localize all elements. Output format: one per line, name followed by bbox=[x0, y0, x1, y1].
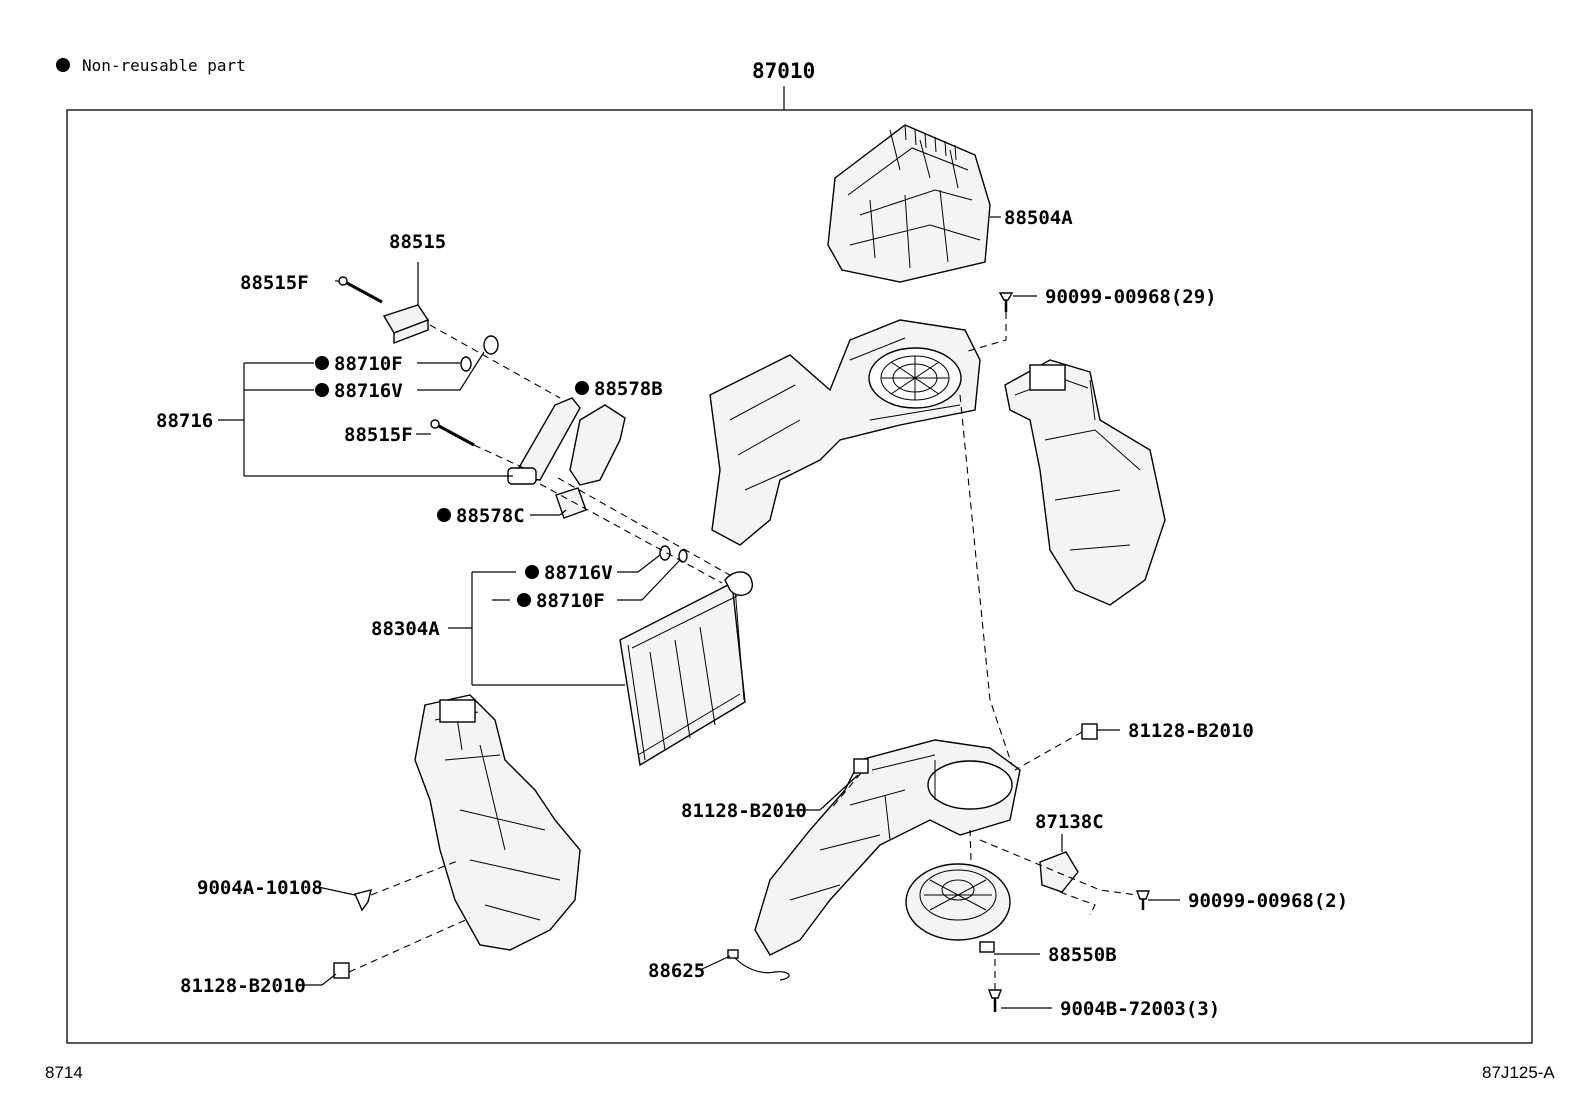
part-label-88716V-top[interactable]: 88716V bbox=[334, 380, 403, 402]
non-reusable-marker-icon bbox=[437, 508, 451, 522]
part-label-88515F-mid[interactable]: 88515F bbox=[344, 424, 413, 446]
part-left-heater-case-drawing[interactable] bbox=[414, 694, 581, 951]
part-label-90099-00968-29[interactable]: 90099-00968(29) bbox=[1045, 286, 1217, 308]
non-reusable-marker-icon bbox=[575, 381, 589, 395]
legend-text: Non-reusable part bbox=[82, 56, 246, 75]
part-label-88710F-low[interactable]: 88710F bbox=[536, 590, 605, 612]
part-oring-low-drawing[interactable] bbox=[659, 545, 671, 561]
non-reusable-marker-icon bbox=[56, 58, 70, 72]
part-87138C-connector-drawing[interactable] bbox=[1039, 851, 1079, 893]
non-reusable-marker-icon bbox=[315, 356, 329, 370]
part-9004A-10108-clip-drawing[interactable] bbox=[354, 889, 372, 912]
part-right-duct-drawing[interactable] bbox=[1004, 359, 1166, 606]
part-88304A-evaporator-drawing[interactable] bbox=[619, 571, 753, 767]
non-reusable-marker-icon bbox=[517, 593, 531, 607]
part-90099-00968-screw-top-drawing[interactable] bbox=[998, 292, 1014, 312]
part-88578B-insulator-drawing[interactable] bbox=[569, 404, 626, 486]
part-label-88504A[interactable]: 88504A bbox=[1004, 207, 1073, 229]
part-label-88515F-top[interactable]: 88515F bbox=[240, 272, 309, 294]
part-label-88578C[interactable]: 88578C bbox=[456, 505, 525, 527]
assembly-number[interactable]: 87010 bbox=[752, 59, 815, 83]
part-label-9004B-72003-3[interactable]: 9004B-72003(3) bbox=[1060, 998, 1220, 1020]
part-label-88304A[interactable]: 88304A bbox=[371, 618, 440, 640]
part-upper-blower-housing-drawing[interactable] bbox=[709, 319, 981, 546]
part-88515F-bolt-mid-drawing[interactable] bbox=[430, 419, 475, 447]
part-label-81128-B2010-right[interactable]: 81128-B2010 bbox=[1128, 720, 1254, 742]
part-88550B-blower-drawing[interactable] bbox=[905, 863, 1011, 953]
non-reusable-marker-icon bbox=[315, 383, 329, 397]
part-88515F-bolt-top-drawing[interactable] bbox=[338, 276, 383, 304]
part-oring-top-drawing[interactable] bbox=[483, 335, 499, 355]
part-label-88716V-low[interactable]: 88716V bbox=[544, 562, 613, 584]
footer-left-code: 8714 bbox=[45, 1063, 83, 1082]
part-label-88710F-top[interactable]: 88710F bbox=[334, 353, 403, 375]
part-81128-B2010-clip-mid-drawing[interactable] bbox=[853, 758, 869, 774]
part-label-81128-B2010-left[interactable]: 81128-B2010 bbox=[180, 975, 306, 997]
part-label-87138C[interactable]: 87138C bbox=[1035, 811, 1104, 833]
part-81128-B2010-clip-left-drawing[interactable] bbox=[333, 962, 350, 979]
part-88578C-insulator-drawing[interactable] bbox=[555, 487, 587, 519]
assembly-frame bbox=[66, 109, 1533, 1044]
part-label-90099-00968-2[interactable]: 90099-00968(2) bbox=[1188, 890, 1348, 912]
leader-lines bbox=[218, 216, 1180, 1009]
part-9004B-72003-screw-drawing[interactable] bbox=[987, 989, 1003, 1012]
part-label-88578B[interactable]: 88578B bbox=[594, 378, 663, 400]
part-label-88625[interactable]: 88625 bbox=[648, 960, 705, 982]
assembly-dashed-lines bbox=[348, 312, 1138, 990]
part-88504A-drawing[interactable] bbox=[827, 124, 991, 283]
part-88625-sensor-drawing[interactable] bbox=[727, 949, 790, 981]
part-label-81128-B2010-mid[interactable]: 81128-B2010 bbox=[681, 800, 807, 822]
part-label-88515[interactable]: 88515 bbox=[389, 231, 446, 253]
part-lower-blower-case-drawing[interactable] bbox=[754, 739, 1021, 956]
part-81128-B2010-clip-right-drawing[interactable] bbox=[1081, 723, 1098, 740]
part-label-9004A-10108[interactable]: 9004A-10108 bbox=[197, 877, 323, 899]
part-88716-tube-drawing[interactable] bbox=[507, 397, 581, 485]
part-oring-small-top-drawing[interactable] bbox=[460, 356, 472, 372]
part-label-88716[interactable]: 88716 bbox=[156, 410, 213, 432]
part-label-88550B[interactable]: 88550B bbox=[1048, 944, 1117, 966]
part-90099-00968-screw-right-drawing[interactable] bbox=[1135, 890, 1151, 910]
non-reusable-marker-icon bbox=[525, 565, 539, 579]
part-88515-valve-drawing[interactable] bbox=[382, 304, 430, 345]
footer-right-code: 87J125-A bbox=[1482, 1063, 1555, 1082]
